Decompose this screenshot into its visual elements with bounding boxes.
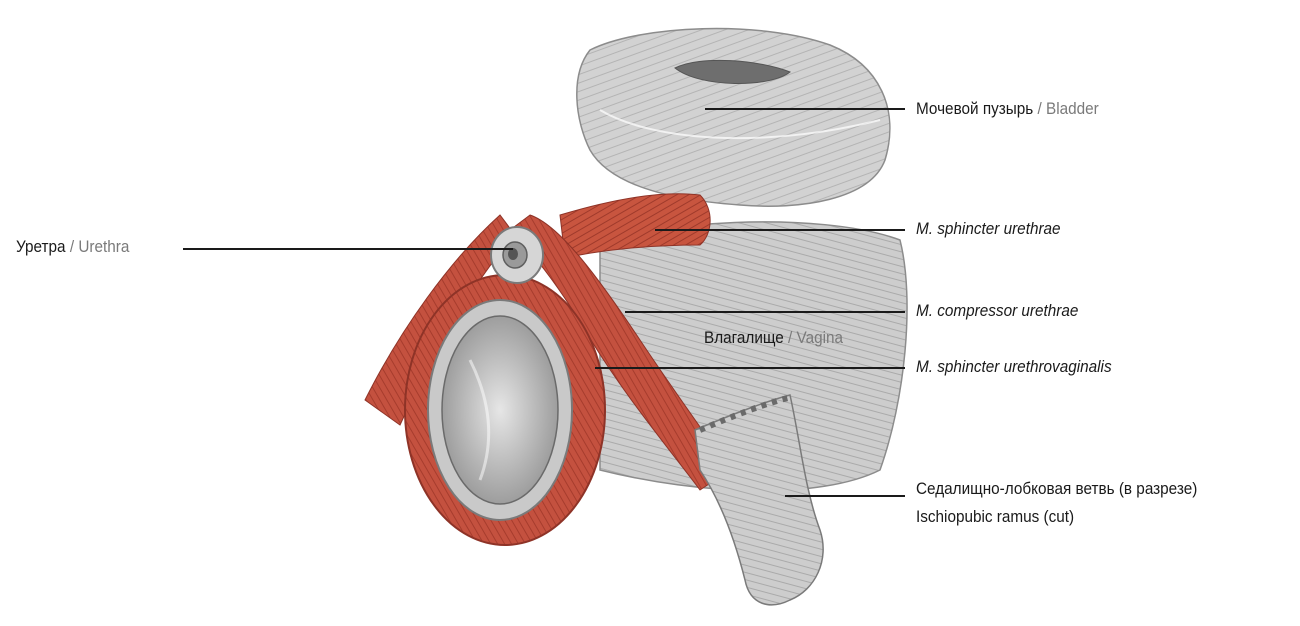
urethra-label-sep: / [65,237,79,256]
sphincter-urethrae-muscle [559,193,711,259]
compressor-urethrae-leader-line [625,311,905,313]
sphincter-urethrae-label: M. sphincter urethrae [916,219,1061,238]
urethra-label-ru: Уретра [16,237,66,256]
ischiopubic-label-en: Ischiopubic ramus (cut) [916,507,1075,526]
compressor-urethrae-muscle [509,214,731,491]
ischiopubic-leader-line [785,495,905,497]
urethra-shape [490,226,544,284]
bladder-label-ru: Мочевой пузырь [916,99,1034,118]
sphincter-urethrovaginalis-label: M. sphincter urethrovaginalis [916,357,1112,376]
vagina-label-en: Vagina [796,328,844,347]
vagina-label: Влагалище / Vagina [704,327,843,349]
bladder-leader-line [705,108,905,110]
bladder-shape [576,27,891,207]
ischiopubic-label-ru: Седалищно-лобковая ветвь (в разрезе) [916,479,1198,498]
urethra-leader-line [183,248,513,250]
vagina-label-ru: Влагалище [704,328,784,347]
sphincter-urethrovaginalis-ring [404,274,606,546]
sphincter-urethrae-leader-line [655,229,905,231]
bladder-label: Мочевой пузырь / Bladder [916,98,1099,120]
vagina-label-sep: / [783,328,797,347]
bladder-label-sep: / [1033,99,1047,118]
urethra-label-en: Urethra [78,237,130,256]
urethra-label: Уретра / Urethra [16,236,129,258]
bladder-label-en: Bladder [1046,99,1099,118]
sphincter-urethrovaginalis-leader-line [595,367,905,369]
ischiopubic-ramus-shape [694,394,824,606]
compressor-urethrae-label: M. compressor urethrae [916,301,1079,320]
